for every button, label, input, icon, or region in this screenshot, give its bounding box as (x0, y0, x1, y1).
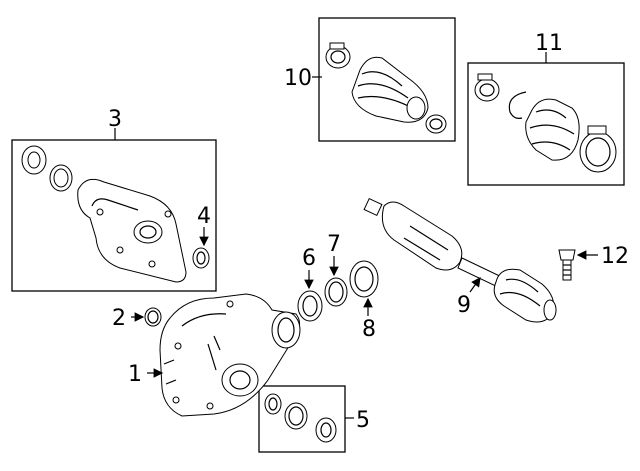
group-5-parts (264, 393, 337, 443)
bolt-12 (558, 249, 576, 281)
ring-7 (324, 277, 348, 307)
callout-4: 4 (197, 204, 211, 229)
axle-shaft (363, 197, 557, 323)
seal-6 (297, 290, 323, 322)
callout-7: 7 (327, 232, 341, 257)
callout-2: 2 (112, 306, 126, 331)
callout-3: 3 (108, 107, 122, 132)
callout-8: 8 (362, 317, 376, 342)
callout-5: 5 (356, 408, 370, 433)
group-11-parts (474, 73, 617, 173)
callout-1: 1 (128, 362, 142, 387)
seal-8 (349, 260, 379, 298)
differential-housing (159, 293, 301, 417)
callout-12: 12 (601, 244, 629, 269)
callout-9: 9 (457, 293, 471, 318)
group-3-parts (21, 145, 210, 283)
leader-lines (131, 76, 598, 378)
callout-10: 10 (284, 66, 312, 91)
seal-2 (144, 307, 162, 327)
callout-11: 11 (535, 31, 563, 56)
callout-6: 6 (302, 246, 316, 271)
group-10-parts (325, 42, 447, 134)
